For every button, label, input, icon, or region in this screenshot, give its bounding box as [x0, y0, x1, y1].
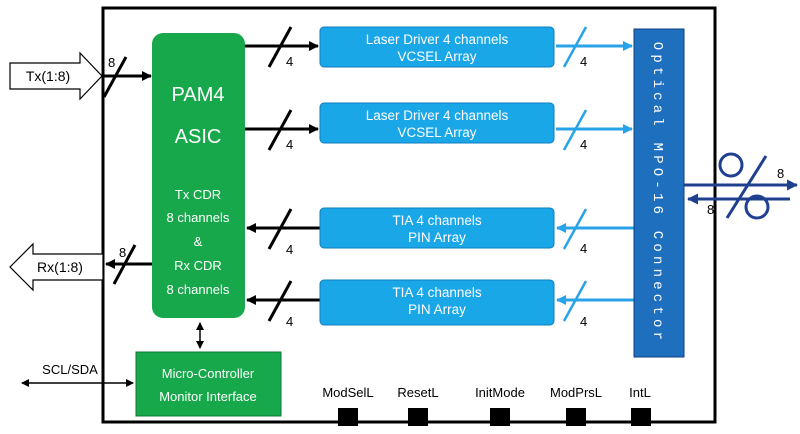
tia-1: TIA 4 channels PIN Array: [319, 207, 555, 249]
fiber-ring-top: [718, 152, 744, 178]
tx-label: Tx(1:8): [26, 68, 70, 84]
mpo-connector: Optical MPO-16 Connector: [633, 28, 685, 358]
laser-driver-1-line2: VCSEL Array: [397, 49, 476, 64]
asic-lanes: 4 4 4 4: [245, 26, 320, 329]
pin-label-intl: IntL: [629, 385, 651, 400]
lane-asic-ld1-width: 4: [286, 54, 293, 69]
lane-asic-ld2-width: 4: [286, 137, 293, 152]
laser-driver-1-line1: Laser Driver 4 channels: [366, 32, 509, 47]
fiber-ring-bottom: [744, 194, 770, 220]
tx-input-arrow: Tx(1:8): [9, 51, 103, 101]
tia-2: TIA 4 channels PIN Array: [319, 279, 555, 326]
fiber-in-width: 8: [707, 202, 714, 217]
mcu-line2: Monitor Interface: [159, 389, 257, 404]
tia-1-line1: TIA 4 channels: [392, 213, 482, 228]
tia-1-line2: PIN Array: [408, 230, 466, 245]
lane-conn-tia1-slash: [562, 208, 588, 250]
lane-conn-tia2-slash: [562, 280, 588, 322]
pin-initmode: [490, 408, 510, 426]
asic-title-1: PAM4: [172, 84, 225, 106]
rx-output-arrow: Rx(1:8): [9, 242, 104, 292]
fiber-interface: 8 8: [684, 152, 798, 220]
lane-tia2-asic-width: 4: [286, 314, 293, 329]
tia-2-line2: PIN Array: [408, 302, 466, 317]
fiber-slash: [725, 155, 768, 219]
laser-driver-2-line1: Laser Driver 4 channels: [366, 108, 509, 123]
asic-rx-channels: 8 channels: [167, 282, 230, 297]
asic-tx-cdr: Tx CDR: [175, 187, 221, 202]
asic-ampersand: &: [194, 234, 203, 249]
laser-driver-1: Laser Driver 4 channels VCSEL Array: [319, 26, 555, 68]
lane-tia2-asic-slash: [267, 280, 293, 322]
mcu-line1: Micro-Controller: [162, 366, 255, 381]
lane-conn-tia1-width: 4: [580, 241, 587, 256]
scl-sda-label: SCL/SDA: [42, 362, 98, 377]
lane-asic-ld1-slash: [267, 26, 293, 68]
optical-lanes: 4 4 4 4: [556, 26, 634, 329]
lane-tia1-asic-slash: [267, 208, 293, 250]
control-pins: ModSelL ResetL InitMode ModPrsL IntL: [322, 385, 651, 426]
mpo-connector-label: Optical MPO-16 Connector: [649, 42, 665, 344]
asic-rx-cdr: Rx CDR: [174, 258, 222, 273]
pin-label-modsell: ModSelL: [322, 385, 373, 400]
tia-2-line1: TIA 4 channels: [392, 285, 482, 300]
pin-label-modprsl: ModPrsL: [550, 385, 602, 400]
lane-asic-ld2-slash: [267, 109, 293, 151]
pam4-asic: PAM4 ASIC Tx CDR 8 channels & Rx CDR 8 c…: [152, 33, 245, 318]
tx-bus-width: 8: [108, 55, 115, 70]
rx-label: Rx(1:8): [37, 259, 83, 275]
rx-bus-width: 8: [119, 245, 126, 260]
pin-label-resetl: ResetL: [397, 385, 438, 400]
lane-ld2-conn-width: 4: [580, 137, 587, 152]
rx-bus-slash: [112, 244, 137, 285]
laser-driver-2-line2: VCSEL Array: [397, 125, 476, 140]
pin-modprsl: [566, 408, 586, 426]
lane-conn-tia2-width: 4: [580, 314, 587, 329]
pin-label-initmode: InitMode: [475, 385, 525, 400]
lane-tia1-asic-width: 4: [286, 242, 293, 257]
lane-ld1-conn-slash: [562, 26, 588, 68]
pin-resetl: [408, 408, 428, 426]
laser-driver-2: Laser Driver 4 channels VCSEL Array: [319, 102, 555, 144]
tx-bus-slash: [102, 56, 128, 98]
lane-ld2-conn-slash: [562, 109, 588, 151]
asic-title-2: ASIC: [175, 126, 222, 148]
micro-controller: Micro-Controller Monitor Interface: [135, 351, 282, 417]
pin-modsell: [338, 408, 358, 426]
fiber-out-width: 8: [777, 166, 784, 181]
pin-intl: [631, 408, 651, 426]
asic-tx-channels: 8 channels: [167, 210, 230, 225]
lane-ld1-conn-width: 4: [580, 54, 587, 69]
